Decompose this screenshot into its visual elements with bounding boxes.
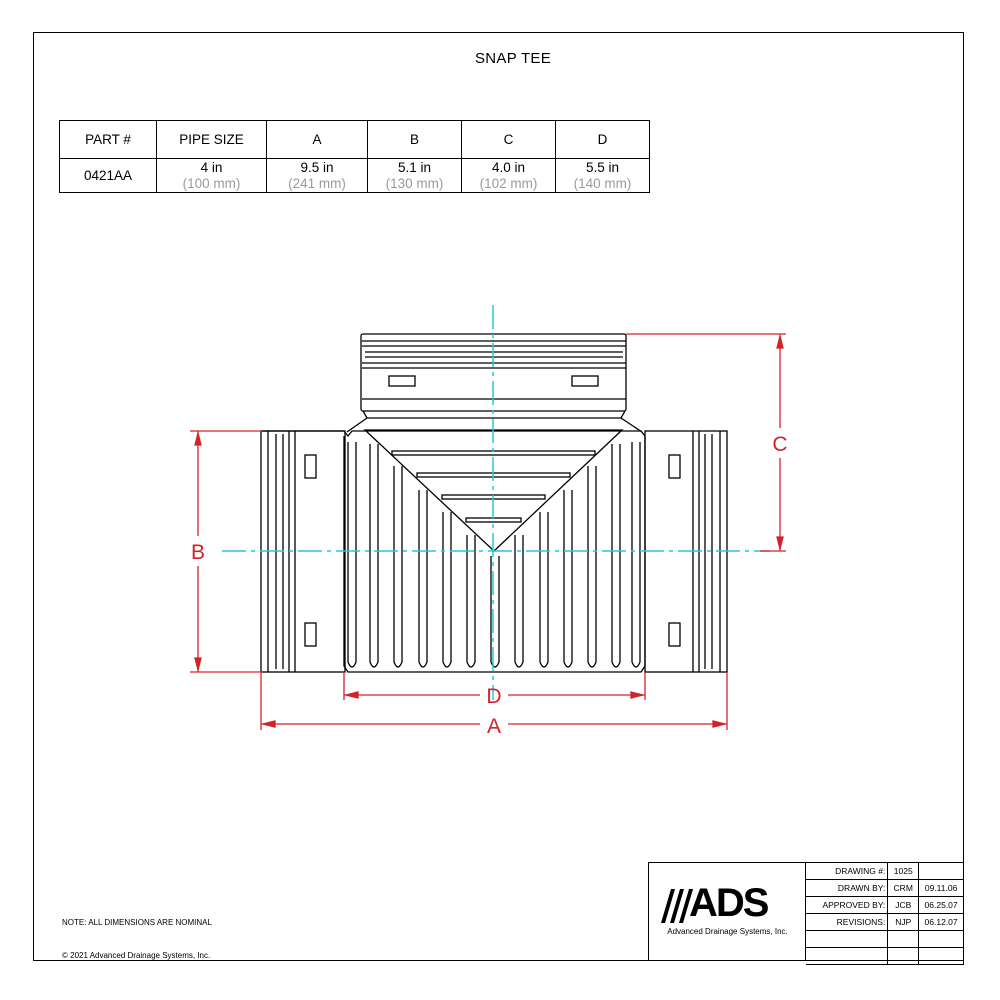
header-pipe-size: PIPE SIZE xyxy=(156,120,267,159)
d-in: 5.5 in xyxy=(585,159,620,175)
revisions-row: REVISIONS: NJP 06.12.07 xyxy=(806,913,964,931)
nominal-note: NOTE: ALL DIMENSIONS ARE NOMINAL xyxy=(62,918,212,927)
copyright-text: © 2021 Advanced Drainage Systems, Inc. xyxy=(62,951,211,960)
header-c: C xyxy=(461,120,556,159)
tee-outline xyxy=(260,333,728,673)
a-in: 9.5 in xyxy=(300,159,334,175)
approved-by: JCB xyxy=(887,896,920,914)
left-top-slot xyxy=(304,454,317,479)
top-right-slot xyxy=(571,375,599,387)
dim-label-d: D xyxy=(486,685,501,708)
drawing-frame xyxy=(33,32,964,961)
right-top-slot xyxy=(668,454,681,479)
revisions-by: NJP xyxy=(887,913,920,931)
approved-row: APPROVED BY: JCB 06.25.07 xyxy=(806,896,964,914)
drawing-title: SNAP TEE xyxy=(474,50,552,67)
drawing-row: DRAWING #: 1025 xyxy=(806,863,964,880)
dimension-labels: B C D A xyxy=(191,433,788,738)
c-in: 4.0 in xyxy=(491,159,526,175)
title-block: ADS Advanced Drainage Systems, Inc. DRAW… xyxy=(648,862,964,965)
ads-slash-icon xyxy=(661,889,693,923)
dim-label-c: C xyxy=(772,433,787,456)
drawn-by: CRM xyxy=(887,879,920,897)
revisions-label: REVISIONS: xyxy=(806,913,889,931)
dimension-b xyxy=(190,430,262,673)
dim-label-b: B xyxy=(191,541,205,564)
dimension-lines xyxy=(190,333,786,730)
cell-d: 5.5 in(140 mm) xyxy=(555,158,650,193)
drawn-date: 09.11.06 xyxy=(918,879,964,897)
approved-label: APPROVED BY: xyxy=(806,896,889,914)
drawing-label: DRAWING #: xyxy=(806,863,889,880)
spec-table: PART # PIPE SIZE A B C D 0421AA 4 in(100… xyxy=(59,120,650,193)
cell-part: 0421AA xyxy=(59,158,157,193)
top-left-slot xyxy=(388,375,416,387)
header-part: PART # xyxy=(59,120,157,159)
cell-b: 5.1 in(130 mm) xyxy=(367,158,462,193)
b-mm: (130 mm) xyxy=(385,175,444,191)
header-a: A xyxy=(266,120,368,159)
a-mm: (241 mm) xyxy=(288,175,346,191)
dimension-a xyxy=(260,672,728,730)
cell-a: 9.5 in(241 mm) xyxy=(266,158,368,193)
blank-row xyxy=(806,930,964,948)
pipe-size-mm: (100 mm) xyxy=(182,175,241,191)
centerlines xyxy=(222,305,770,700)
blank-row xyxy=(806,947,964,965)
spec-table-row: 0421AA 4 in(100 mm) 9.5 in(241 mm) 5.1 i… xyxy=(59,158,650,193)
corrugation-ribs xyxy=(347,442,641,668)
right-bottom-slot xyxy=(668,622,681,647)
approved-date: 06.25.07 xyxy=(918,896,964,914)
b-in: 5.1 in xyxy=(397,159,432,175)
ads-logo-subtitle: Advanced Drainage Systems, Inc. xyxy=(667,927,788,936)
header-d: D xyxy=(555,120,650,159)
cell-pipe-size: 4 in(100 mm) xyxy=(156,158,267,193)
revisions-date: 06.12.07 xyxy=(918,913,964,931)
ads-logo: ADS Advanced Drainage Systems, Inc. xyxy=(649,863,806,961)
drawing-number: 1025 xyxy=(887,863,920,880)
ads-logo-text: ADS xyxy=(689,881,769,925)
c-mm: (102 mm) xyxy=(479,175,538,191)
dimension-d xyxy=(343,672,646,700)
drawn-label: DRAWN BY: xyxy=(806,879,889,897)
cell-c: 4.0 in(102 mm) xyxy=(461,158,556,193)
drawing-date xyxy=(918,863,964,880)
drawn-row: DRAWN BY: CRM 09.11.06 xyxy=(806,879,964,897)
revision-table: DRAWING #: 1025 DRAWN BY: CRM 09.11.06 A… xyxy=(806,863,964,965)
left-bottom-slot xyxy=(304,622,317,647)
pipe-size-in: 4 in xyxy=(200,159,223,175)
dimension-c xyxy=(626,333,786,552)
d-mm: (140 mm) xyxy=(573,175,632,191)
spec-table-header-row: PART # PIPE SIZE A B C D xyxy=(59,120,650,159)
dim-label-a: A xyxy=(487,715,501,738)
